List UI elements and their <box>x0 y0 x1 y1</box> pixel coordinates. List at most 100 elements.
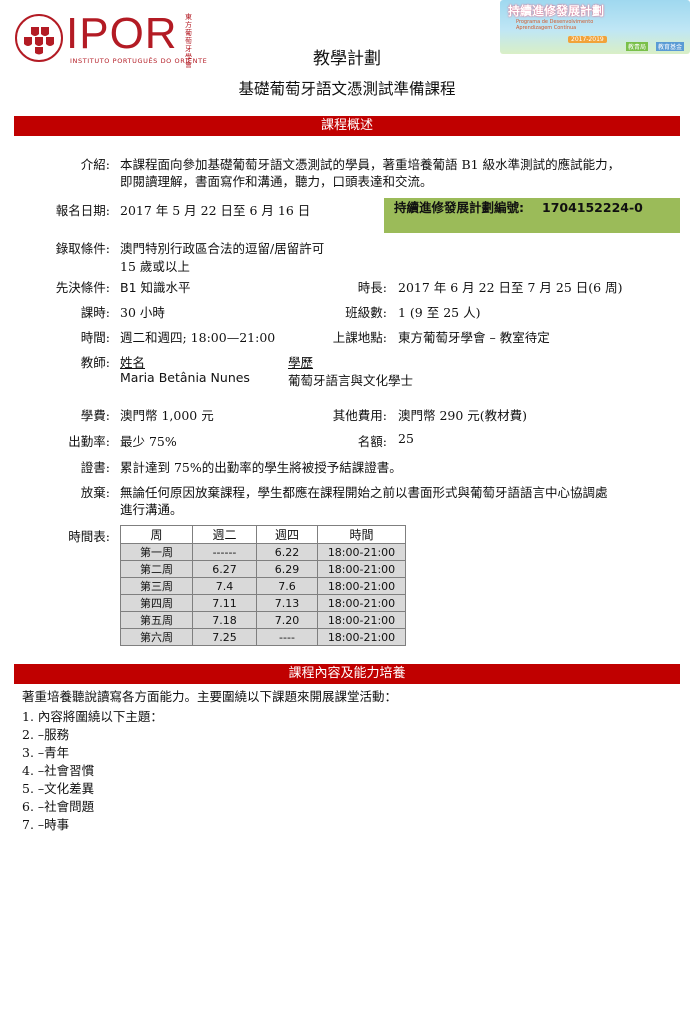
list-item: 4. –社會習慣 <box>22 763 95 778</box>
schedule-time: 18:00-21:00 <box>317 628 406 646</box>
schedule-header: 周 <box>120 525 193 544</box>
withdrawal-label: 放棄: <box>80 485 110 500</box>
schedule-time: 18:00-21:00 <box>317 543 406 561</box>
teacher-education: 葡萄牙語言與文化學士 <box>288 373 414 388</box>
teacher-name-heading: 姓名 <box>120 355 146 370</box>
plan-number-value: 1704152224-0 <box>542 200 643 215</box>
schedule-thursday: 6.22 <box>256 543 318 561</box>
schedule-time: 18:00-21:00 <box>317 560 406 578</box>
tuition-label: 學費: <box>80 408 110 423</box>
prerequisite-label: 先決條件: <box>55 280 110 295</box>
banner-tag-1: 教青局 <box>626 42 649 51</box>
banner-subtitle: Programa de Desenvolvimento Aprendizagem… <box>516 19 594 31</box>
venue-label: 上課地點: <box>332 330 387 345</box>
schedule-week: 第四周 <box>120 594 193 612</box>
classes-value: 1 (9 至 25 人) <box>398 305 481 320</box>
schedule-tuesday: 7.25 <box>192 628 257 646</box>
schedule-tuesday: 6.27 <box>192 560 257 578</box>
section-overview-bar: 課程概述 <box>14 116 680 136</box>
logo-subtitle: INSTITUTO PORTUGUÊS DO ORIENTE <box>70 57 208 65</box>
list-item: 7. –時事 <box>22 817 70 832</box>
ipor-seal-icon <box>15 14 63 62</box>
teacher-education-heading: 學歷 <box>288 355 314 370</box>
quota-label: 名額: <box>357 434 387 449</box>
schedule-header: 週二 <box>192 525 257 544</box>
schedule-tuesday: 7.11 <box>192 594 257 612</box>
table-row: 第五周 7.18 7.20 18:00-21:00 <box>120 611 406 629</box>
admission-line-2: 15 歲或以上 <box>120 259 190 274</box>
schedule-table: 周 週二 週四 時間 第一周 ------ 6.22 18:00-21:00 第… <box>120 525 406 646</box>
registration-label: 報名日期: <box>55 203 110 218</box>
withdrawal-line-1: 無論任何原因放棄課程，學生都應在課程開始之前以書面形式與葡萄牙語語言中心協調處 <box>120 485 608 500</box>
schedule-week: 第三周 <box>120 577 193 595</box>
teacher-label: 教師: <box>80 355 110 370</box>
venue-value: 東方葡萄牙學會 – 教室待定 <box>398 330 550 345</box>
certificate-label: 證書: <box>80 460 110 475</box>
registration-value: 2017 年 5 月 22 日至 6 月 16 日 <box>120 203 311 218</box>
course-title: 基礎葡萄牙語文憑測試準備課程 <box>238 80 456 98</box>
other-fees-value: 澳門幣 290 元(教材費) <box>398 408 528 423</box>
schedule-thursday: 7.20 <box>256 611 318 629</box>
plan-number-label: 持續進修發展計劃編號: <box>394 200 524 215</box>
quota-value: 25 <box>398 431 414 446</box>
schedule-header: 時間 <box>317 525 406 544</box>
schedule-week: 第二周 <box>120 560 193 578</box>
schedule-label: 時間表: <box>68 529 110 544</box>
withdrawal-line-2: 進行溝通。 <box>120 502 183 517</box>
hours-value: 30 小時 <box>120 305 165 320</box>
document-title: 教學計劃 <box>313 49 381 69</box>
intro-line-1: 本課程面向參加基礎葡萄牙語文憑測試的學員，著重培養葡語 B1 級水準測試的應試能… <box>120 157 621 172</box>
schedule-thursday: 7.6 <box>256 577 318 595</box>
logo-vertical-text: 東方葡萄牙學會 <box>185 13 192 69</box>
program-banner: 持續進修發展計劃 Programa de Desenvolvimento Apr… <box>500 0 690 54</box>
duration-label: 時長: <box>357 280 387 295</box>
attendance-label: 出勤率: <box>68 434 110 449</box>
banner-title: 持續進修發展計劃 <box>508 4 605 18</box>
certificate-value: 累計達到 75%的出勤率的學生將被授予結課證書。 <box>120 460 402 475</box>
classes-label: 班級數: <box>345 305 387 320</box>
table-row: 第六周 7.25 ---- 18:00-21:00 <box>120 628 406 646</box>
hours-label: 課時: <box>80 305 110 320</box>
section-content-bar: 課程內容及能力培養 <box>14 664 680 684</box>
list-item: 6. –社會問題 <box>22 799 95 814</box>
schedule-week: 第六周 <box>120 628 193 646</box>
schedule-thursday: 7.13 <box>256 594 318 612</box>
time-value: 週二和週四; 18:00—21:00 <box>120 330 276 345</box>
schedule-header-row: 周 週二 週四 時間 <box>120 525 406 544</box>
banner-years: 2017-2019 <box>568 36 607 43</box>
schedule-tuesday: ------ <box>192 543 257 561</box>
content-intro: 著重培養聽說讀寫各方面能力。主要圍繞以下課題來開展課堂活動： <box>22 689 398 704</box>
attendance-value: 最少 75% <box>120 434 177 449</box>
ipor-logo: IPOR INSTITUTO PORTUGUÊS DO ORIENTE 東方葡萄… <box>14 9 214 69</box>
admission-line-1: 澳門特別行政區合法的逗留/居留許可 <box>120 241 325 256</box>
other-fees-label: 其他費用: <box>332 408 387 423</box>
table-row: 第一周 ------ 6.22 18:00-21:00 <box>120 543 406 561</box>
list-item: 5. –文化差異 <box>22 781 95 796</box>
schedule-week: 第五周 <box>120 611 193 629</box>
teacher-name: Maria Betânia Nunes <box>120 370 250 385</box>
schedule-time: 18:00-21:00 <box>317 594 406 612</box>
schedule-header: 週四 <box>256 525 318 544</box>
schedule-tuesday: 7.18 <box>192 611 257 629</box>
schedule-week: 第一周 <box>120 543 193 561</box>
list-item: 1. 內容將圍繞以下主題： <box>22 709 163 724</box>
tuition-value: 澳門幣 1,000 元 <box>120 408 214 423</box>
table-row: 第四周 7.11 7.13 18:00-21:00 <box>120 594 406 612</box>
duration-value: 2017 年 6 月 22 日至 7 月 25 日(6 周) <box>398 280 623 295</box>
list-item: 2. –服務 <box>22 727 70 742</box>
table-row: 第二周 6.27 6.29 18:00-21:00 <box>120 560 406 578</box>
logo-wordmark: IPOR <box>66 9 178 58</box>
schedule-time: 18:00-21:00 <box>317 611 406 629</box>
plan-number-box: 持續進修發展計劃編號: 1704152224-0 <box>384 198 680 233</box>
schedule-thursday: ---- <box>256 628 318 646</box>
intro-label: 介紹: <box>80 157 110 172</box>
prerequisite-value: B1 知識水平 <box>120 280 191 295</box>
time-label: 時間: <box>80 330 110 345</box>
banner-tag-2: 教育基金 <box>656 42 685 51</box>
schedule-time: 18:00-21:00 <box>317 577 406 595</box>
table-row: 第三周 7.4 7.6 18:00-21:00 <box>120 577 406 595</box>
schedule-tuesday: 7.4 <box>192 577 257 595</box>
list-item: 3. –青年 <box>22 745 70 760</box>
admission-label: 錄取條件: <box>55 241 110 256</box>
schedule-thursday: 6.29 <box>256 560 318 578</box>
